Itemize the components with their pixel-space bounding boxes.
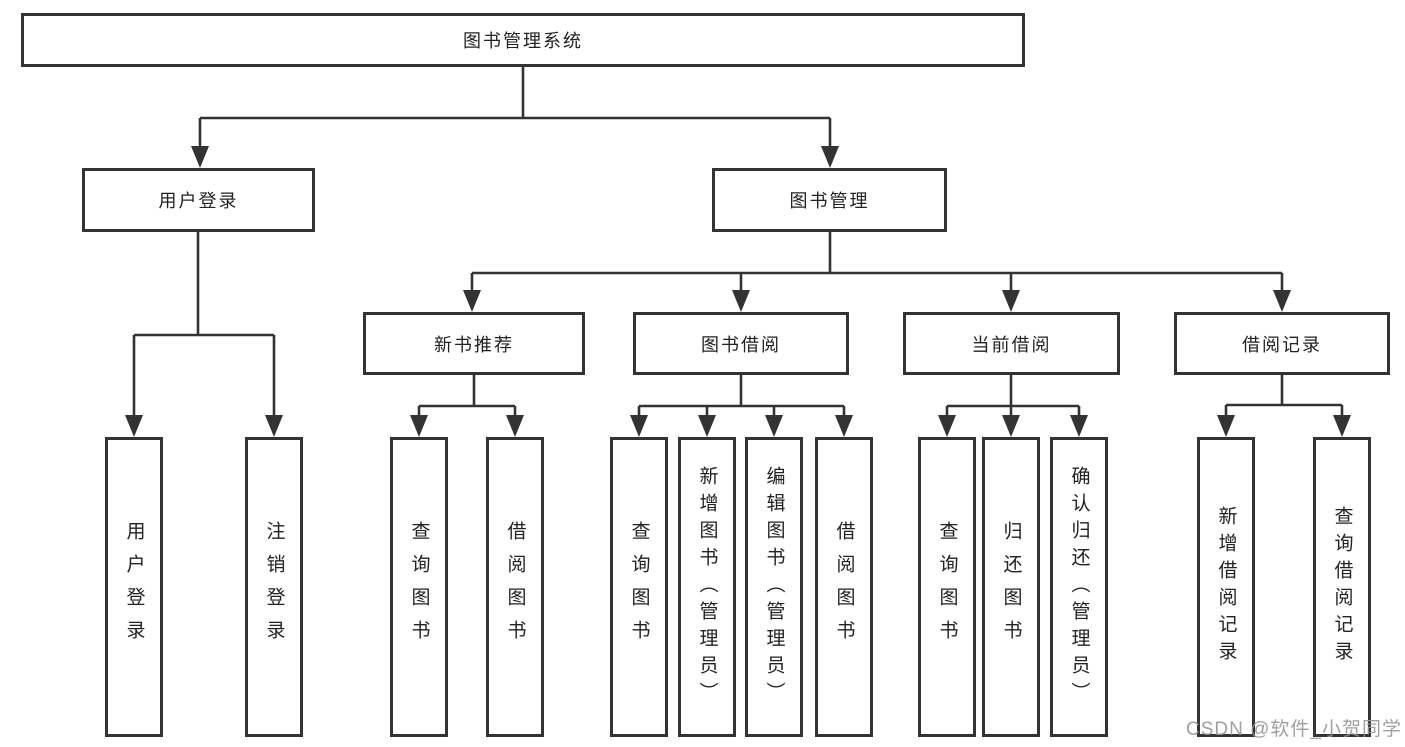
node-current-borrow: 当前借阅 xyxy=(903,312,1120,375)
node-label: 注销登录 xyxy=(263,521,285,653)
node-book-management: 图书管理 xyxy=(712,168,947,232)
node-label: 查询图书 xyxy=(936,521,958,653)
node-leaf-bb-edit-books-admin: 编辑图书（管理员） xyxy=(745,437,803,737)
node-label: 借阅记录 xyxy=(1242,334,1322,355)
node-label: 当前借阅 xyxy=(971,334,1052,355)
node-leaf-cb-return-books: 归还图书 xyxy=(982,437,1040,737)
node-label: 新增图书（管理员） xyxy=(696,465,718,709)
node-label: 查询图书 xyxy=(408,521,430,653)
node-leaf-logout: 注销登录 xyxy=(245,437,303,737)
node-label: 归还图书 xyxy=(1000,521,1022,653)
node-leaf-nb-borrow-books: 借阅图书 xyxy=(486,437,544,737)
node-label: 查询图书 xyxy=(628,521,650,653)
arrowhead-icons xyxy=(125,146,1351,437)
node-user-login: 用户登录 xyxy=(82,168,315,232)
node-leaf-br-query-record: 查询借阅记录 xyxy=(1313,437,1371,737)
node-label: 图书管理 xyxy=(789,191,870,211)
node-label: 图书借阅 xyxy=(701,334,781,355)
node-root-library-management-system: 图书管理系统 xyxy=(21,13,1025,67)
node-leaf-cb-confirm-return-admin: 确认归还（管理员） xyxy=(1050,437,1108,737)
node-label: 用户登录 xyxy=(123,521,145,653)
csdn-watermark: CSDN @软件_小贺同学 xyxy=(1186,719,1402,740)
node-leaf-br-add-record: 新增借阅记录 xyxy=(1197,437,1255,737)
node-leaf-cb-query-books: 查询图书 xyxy=(918,437,976,737)
node-new-book-recommend: 新书推荐 xyxy=(363,312,585,375)
node-label: 查询借阅记录 xyxy=(1331,506,1353,668)
node-leaf-user-login: 用户登录 xyxy=(105,437,163,737)
node-label: 借阅图书 xyxy=(833,521,855,653)
node-label: 用户登录 xyxy=(158,191,239,211)
node-borrow-record: 借阅记录 xyxy=(1174,312,1390,375)
node-label: 新增借阅记录 xyxy=(1215,506,1237,668)
node-label: 图书管理系统 xyxy=(463,31,583,51)
node-leaf-bb-query-books: 查询图书 xyxy=(610,437,668,737)
node-leaf-bb-borrow-books: 借阅图书 xyxy=(815,437,873,737)
node-label: 确认归还（管理员） xyxy=(1068,465,1090,709)
node-leaf-bb-add-books-admin: 新增图书（管理员） xyxy=(678,437,736,737)
node-leaf-nb-query-books: 查询图书 xyxy=(390,437,448,737)
node-label: 编辑图书（管理员） xyxy=(763,465,785,709)
node-book-borrow: 图书借阅 xyxy=(633,312,849,375)
node-label: 新书推荐 xyxy=(434,334,514,355)
node-label: 借阅图书 xyxy=(504,521,526,653)
